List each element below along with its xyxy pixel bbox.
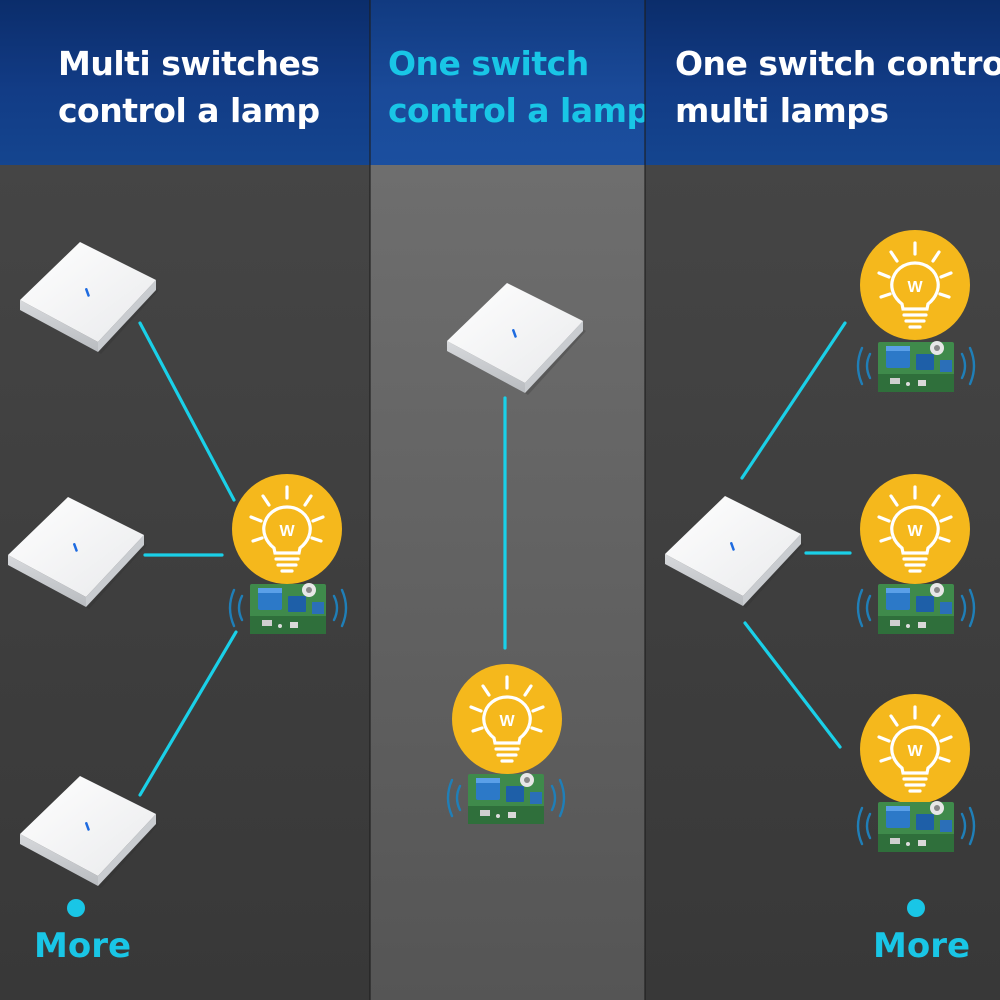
more-label-right: More	[873, 926, 971, 966]
relay-module-icon	[446, 771, 566, 826]
panel-title-line1: One switch	[388, 44, 589, 83]
panel-header: One switch control multi lamps	[645, 0, 1000, 165]
light-bulb-icon	[858, 692, 972, 806]
light-bulb-icon	[230, 472, 344, 586]
panel-header: One switch control a lamp	[370, 0, 650, 165]
panel-divider	[369, 0, 371, 1000]
panel-title-line2: multi lamps	[675, 91, 889, 130]
panel-title-line2: control a lamp	[58, 91, 320, 130]
panel-one-switch: One switch control a lamp	[370, 0, 650, 1000]
light-bulb-icon	[858, 228, 972, 342]
relay-module-icon	[856, 581, 976, 636]
connection-lines	[138, 321, 852, 797]
relay-module-icon	[856, 339, 976, 394]
light-bulb-icon	[858, 472, 972, 586]
wall-switch-icon[interactable]	[20, 776, 159, 888]
wall-switch-icon[interactable]	[8, 497, 147, 609]
panel-title-line2: control a lamp	[388, 91, 650, 130]
relay-module-icon	[228, 581, 348, 636]
light-bulb-icon	[450, 662, 564, 776]
panel-title-line1: One switch control	[675, 44, 1000, 83]
panel-header: Multi switches control a lamp	[0, 0, 370, 165]
wall-switch-icon[interactable]	[665, 496, 804, 608]
more-indicator-dot	[67, 899, 85, 917]
relay-module-icon	[856, 799, 976, 854]
wall-switch-icon[interactable]	[447, 283, 586, 395]
more-indicator-dot	[907, 899, 925, 917]
panel-divider	[644, 0, 646, 1000]
wall-switch-icon[interactable]	[20, 242, 159, 354]
panel-title-line1: Multi switches	[58, 44, 320, 83]
more-label-left: More	[34, 926, 132, 966]
